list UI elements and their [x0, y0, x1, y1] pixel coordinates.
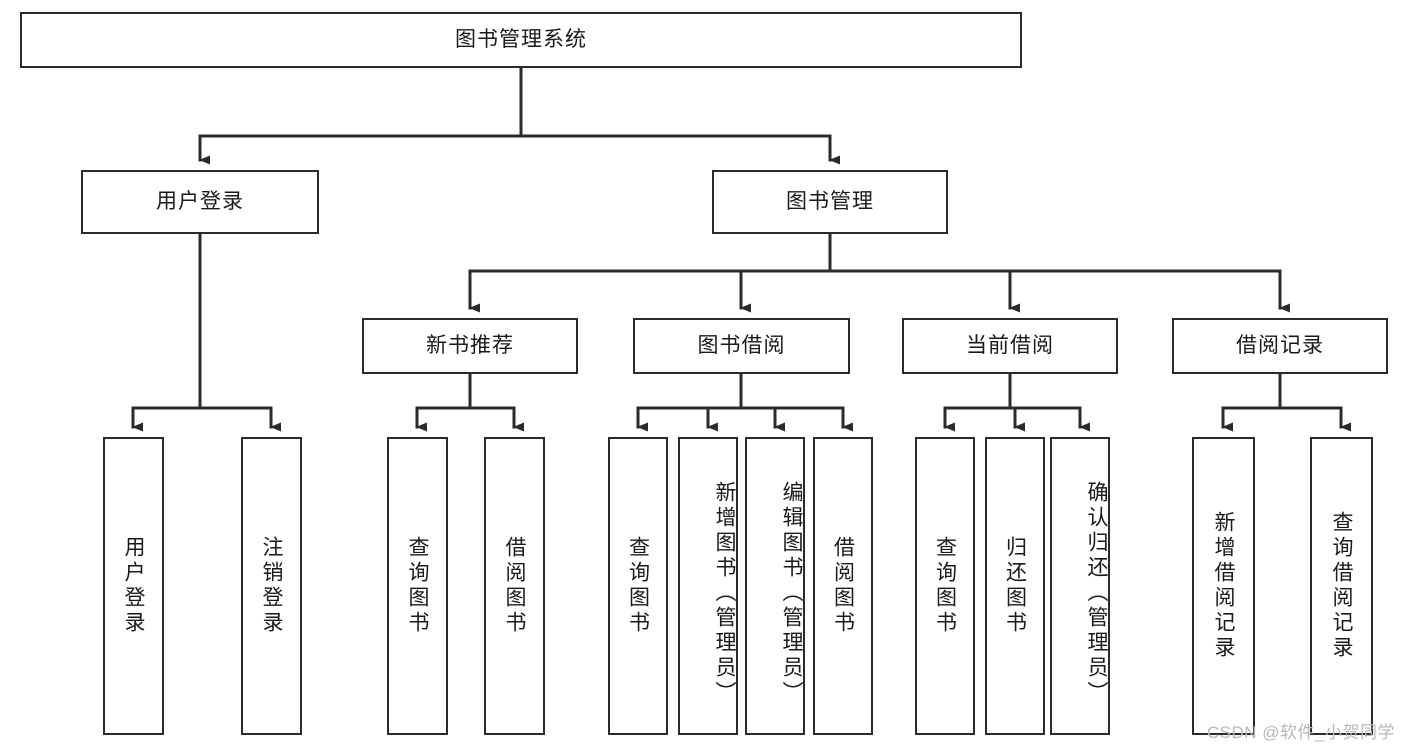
- node-user-login[interactable]: 用户登录: [81, 170, 319, 234]
- edges-bookborrow-to-leaves: [636, 372, 853, 432]
- leaf-user-logout[interactable]: 注销登录: [241, 437, 302, 735]
- leaf-query-book-borrow[interactable]: 查询图书: [608, 437, 668, 735]
- edges-root-to-level1: [198, 66, 840, 165]
- leaf-confirm-return-admin[interactable]: 确认归还（管理员）: [1050, 437, 1110, 735]
- edges-newbook-to-leaves: [415, 372, 524, 432]
- edges-userlogin-to-leaves: [131, 232, 281, 432]
- leaf-query-book-recommend[interactable]: 查询图书: [387, 437, 448, 735]
- node-new-book-recommend[interactable]: 新书推荐: [362, 318, 578, 374]
- leaf-query-book-current[interactable]: 查询图书: [915, 437, 975, 735]
- edges-borrowrecord-to-leaves: [1221, 372, 1351, 432]
- node-root[interactable]: 图书管理系统: [20, 12, 1022, 68]
- node-book-borrow[interactable]: 图书借阅: [633, 318, 850, 374]
- node-book-manage[interactable]: 图书管理: [712, 170, 948, 234]
- leaf-query-borrow-record[interactable]: 查询借阅记录: [1310, 437, 1373, 735]
- leaf-edit-book-admin[interactable]: 编辑图书（管理员）: [745, 437, 805, 735]
- leaf-user-login[interactable]: 用户登录: [103, 437, 164, 735]
- leaf-add-borrow-record[interactable]: 新增借阅记录: [1192, 437, 1255, 735]
- leaf-return-book[interactable]: 归还图书: [985, 437, 1045, 735]
- node-current-borrow[interactable]: 当前借阅: [902, 318, 1118, 374]
- leaf-borrow-book[interactable]: 借阅图书: [813, 437, 873, 735]
- edges-currentborrow-to-leaves: [943, 372, 1090, 432]
- leaf-add-book-admin[interactable]: 新增图书（管理员）: [678, 437, 738, 735]
- leaf-borrow-book-recommend[interactable]: 借阅图书: [484, 437, 545, 735]
- edges-bookmanage-to-level2: [468, 232, 1290, 313]
- node-borrow-record[interactable]: 借阅记录: [1172, 318, 1388, 374]
